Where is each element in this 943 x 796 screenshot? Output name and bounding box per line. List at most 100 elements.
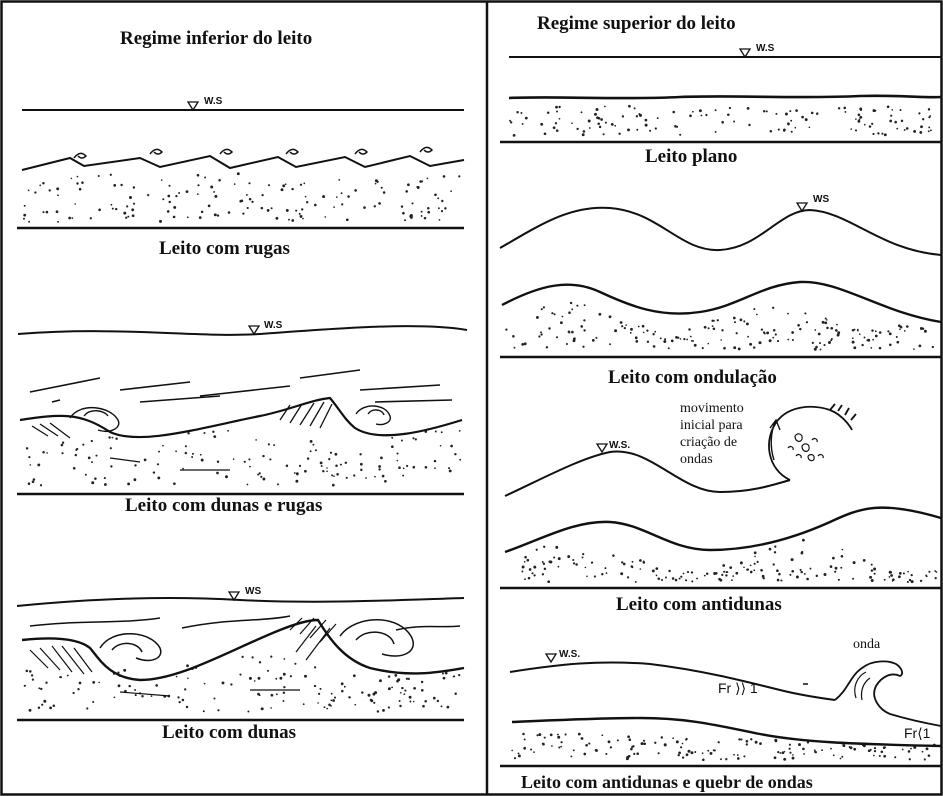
sand-grain	[582, 556, 584, 558]
sand-grain	[824, 573, 827, 576]
sand-grain	[642, 325, 645, 328]
sand-grain	[249, 198, 252, 201]
sand-grain	[556, 336, 558, 338]
sand-grain	[925, 574, 927, 576]
sand-grain	[304, 470, 307, 473]
sand-grain	[187, 216, 189, 218]
sand-grain	[610, 746, 612, 748]
sand-grain	[415, 438, 417, 440]
bed-line	[502, 282, 941, 322]
sand-grain	[924, 330, 927, 333]
sand-grain	[600, 118, 603, 121]
sand-grain	[766, 331, 769, 334]
sand-grain	[759, 742, 762, 745]
sand-grain	[816, 575, 818, 577]
sand-grain	[892, 578, 895, 581]
sand-grain	[273, 444, 275, 446]
note-line: ondas	[680, 451, 770, 468]
sand-grain	[551, 312, 553, 314]
sand-grain	[594, 575, 596, 577]
sand-grain	[186, 664, 189, 667]
sand-grain	[110, 174, 112, 176]
sand-grain	[141, 695, 143, 697]
sand-grain	[778, 129, 780, 131]
sand-grain	[178, 192, 180, 194]
sand-grain	[743, 755, 745, 757]
sand-grain	[875, 335, 878, 338]
sand-grain	[833, 754, 835, 756]
sand-grain	[638, 326, 640, 328]
wave-note: onda	[853, 636, 943, 653]
sand-grain	[72, 692, 74, 694]
sand-grain	[759, 341, 762, 344]
sand-grain	[441, 705, 443, 707]
sand-grain	[123, 212, 126, 215]
sand-grain	[688, 750, 691, 753]
sand-grain	[630, 328, 633, 331]
sand-grain	[73, 467, 76, 470]
sand-grain	[304, 675, 307, 678]
sand-grain	[310, 440, 313, 443]
sand-grain	[214, 698, 216, 700]
sand-grain	[789, 748, 791, 750]
sand-grain	[621, 561, 623, 563]
sand-grain	[338, 179, 340, 181]
sand-grain	[685, 579, 687, 581]
sand-grain	[544, 737, 546, 739]
sand-grain	[694, 344, 697, 347]
sand-grain	[131, 208, 134, 211]
sand-grain	[702, 759, 705, 762]
sand-grain	[750, 738, 752, 740]
sand-grain	[23, 214, 26, 217]
sand-grain	[92, 701, 94, 703]
sand-grain	[753, 308, 755, 310]
sand-grain	[605, 122, 607, 124]
sand-grain	[582, 553, 584, 555]
sand-grain	[248, 182, 250, 184]
sand-grain	[795, 127, 797, 129]
sand-grain	[74, 203, 76, 205]
ws-label: W.S	[264, 321, 282, 331]
sand-grain	[844, 111, 846, 113]
sand-grain	[806, 578, 809, 581]
sand-grain	[182, 699, 185, 702]
sand-grain	[303, 183, 305, 185]
sand-grain	[333, 206, 335, 208]
sand-grain	[727, 113, 730, 116]
sand-grain	[448, 467, 450, 469]
sand-grain	[406, 465, 408, 467]
sand-grain	[635, 340, 638, 343]
sand-grain	[319, 688, 321, 690]
sand-grain	[134, 689, 136, 691]
sand-grain	[754, 563, 756, 565]
sand-grain	[740, 561, 743, 564]
ws-label: W.S	[204, 97, 222, 107]
sand-grain	[443, 677, 446, 680]
sand-grain	[524, 556, 527, 559]
sand-grain	[341, 203, 343, 205]
sand-grain	[161, 179, 163, 181]
sand-grain	[754, 551, 757, 554]
sand-grain	[621, 325, 623, 327]
sand-grain	[631, 565, 634, 568]
sand-grain	[75, 454, 77, 456]
sand-grain	[94, 477, 97, 480]
sand-grain	[890, 574, 893, 577]
sand-grain	[559, 118, 561, 120]
sand-grain	[114, 696, 116, 698]
sand-grain	[568, 331, 571, 334]
sand-grain	[576, 128, 578, 130]
sand-grain	[573, 562, 575, 564]
sand-grain	[741, 739, 743, 741]
sand-grain	[678, 752, 681, 755]
sand-grain	[353, 674, 356, 677]
sand-grain	[38, 706, 40, 708]
sand-grain	[657, 117, 659, 119]
sand-grain	[864, 337, 866, 339]
sand-grain	[335, 464, 338, 467]
sand-grain	[151, 695, 153, 697]
sand-grain	[133, 186, 135, 188]
sand-grain	[700, 115, 702, 117]
sand-grain	[883, 755, 886, 758]
sand-grain	[360, 463, 363, 466]
